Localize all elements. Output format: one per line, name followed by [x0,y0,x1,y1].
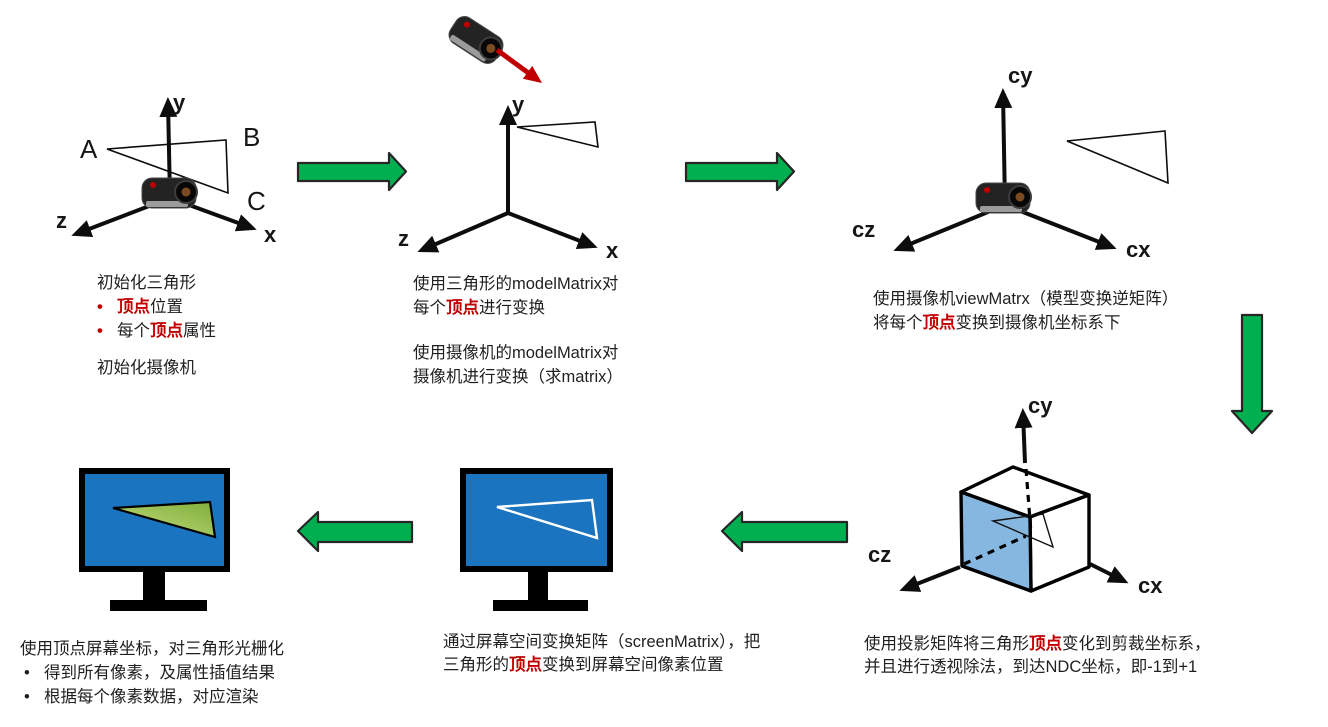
caption-model-transform: 使用三角形的modelMatrix对 每个顶点进行变换 使用摄像机的modelM… [413,272,623,389]
z-axis-label: z [56,208,67,233]
cy-axis [1014,408,1033,464]
monitor-base [493,600,588,611]
camera-space-diagram: cy cz cx [852,63,1169,262]
bullet-dot: • [97,322,103,340]
world-space-diagram: A B C y z x [56,90,277,247]
caption-view-transform: 使用摄像机viewMatrx（模型变换逆矩阵） 将每个顶点变换到摄像机坐标系下 [873,287,1178,335]
vertex-a-label: A [80,134,98,164]
triangle-abc [106,139,229,195]
z-axis [417,211,509,253]
clipped-triangle [990,513,1055,549]
caption-bullet-line: •根据每个像素数据，对应渲染 [20,685,284,709]
camera-icon [141,177,198,209]
caption-projection: 使用投影矩阵将三角形顶点变化到剪裁坐标系， 并且进行透视除法，到达NDC坐标，即… [864,633,1211,679]
monitor-base [110,600,207,611]
cz-axis-label: cz [852,217,875,242]
ndc-cube-diagram: cy cz cx [868,393,1163,598]
caption-line: 使用投影矩阵将三角形顶点变化到剪裁坐标系， [864,635,1211,653]
cy-axis-label: cy [1008,63,1033,88]
flow-arrow-down-icon [1230,313,1274,435]
y-axis-label: y [512,92,525,117]
cx-axis-label: cx [1138,573,1163,598]
monitor-stand [143,571,165,600]
y-axis-label: y [173,90,186,115]
z-axis-label: z [398,226,409,251]
x-axis-label: x [606,238,619,263]
caption-line: 初始化摄像机 [97,359,196,377]
flow-arrow-left-icon [296,510,414,553]
caption-bullet-line: •顶点位置 [97,295,216,319]
caption-line: 摄像机进行变换（求matrix） [413,368,623,386]
bullet-dot: • [24,664,30,682]
caption-rasterization: 使用顶点屏幕坐标，对三角形光栅化 •得到所有像素，及属性插值结果 •根据每个像素… [20,637,284,709]
camera-direction-arrow [495,47,543,83]
camera-icon [975,182,1032,214]
caption-line: 使用顶点屏幕坐标，对三角形光栅化 [20,640,284,658]
monitor-stand [528,571,548,600]
caption-line: 并且进行透视除法，到达NDC坐标，即-1到+1 [864,658,1198,676]
caption-line: 每个顶点进行变换 [413,299,545,317]
cz-axis [899,565,961,592]
caption-line: 三角形的顶点变换到屏幕空间像素位置 [443,656,724,674]
caption-bullet-line: •得到所有像素，及属性插值结果 [20,661,284,685]
caption-line: 将每个顶点变换到摄像机坐标系下 [873,314,1121,332]
cy-axis-label: cy [1028,393,1053,418]
caption-line: 初始化三角形 [97,274,196,292]
caption-line: 使用摄像机的modelMatrix对 [413,344,619,362]
model-transform-diagram: y z x [398,16,619,263]
caption-init: 初始化三角形 •顶点位置 •每个顶点属性 初始化摄像机 [97,271,216,380]
cz-axis-label: cz [868,542,891,567]
cube-near-clip-face [959,490,1033,593]
caption-line: 通过屏幕空间变换矩阵（screenMatrix），把 [443,633,761,651]
caption-line: 使用摄像机viewMatrx（模型变换逆矩阵） [873,290,1179,308]
x-axis-label: x [264,222,277,247]
triangle [516,121,599,149]
vertex-c-label: C [247,186,266,216]
caption-line: 使用三角形的modelMatrix对 [413,275,619,293]
bullet-dot: • [97,298,103,316]
camera-icon [448,16,504,64]
x-axis [507,211,598,249]
triangle [1066,130,1169,185]
rendered-triangle [112,500,217,539]
bullet-dot: • [24,688,30,706]
flow-arrow-right-icon [684,151,796,192]
flow-arrow-left-icon [720,510,849,553]
cy-axis-hidden [1024,468,1033,534]
vertex-b-label: B [243,122,260,152]
cx-axis [1089,562,1129,584]
cx-axis-label: cx [1126,237,1151,262]
cube-hidden-edge [963,534,1027,566]
screen-triangle-outline [496,498,599,540]
caption-screen-transform: 通过屏幕空间变换矩阵（screenMatrix），把 三角形的顶点变换到屏幕空间… [443,631,760,677]
flow-arrow-right-icon [296,151,408,192]
caption-bullet-line: •每个顶点属性 [97,319,216,343]
